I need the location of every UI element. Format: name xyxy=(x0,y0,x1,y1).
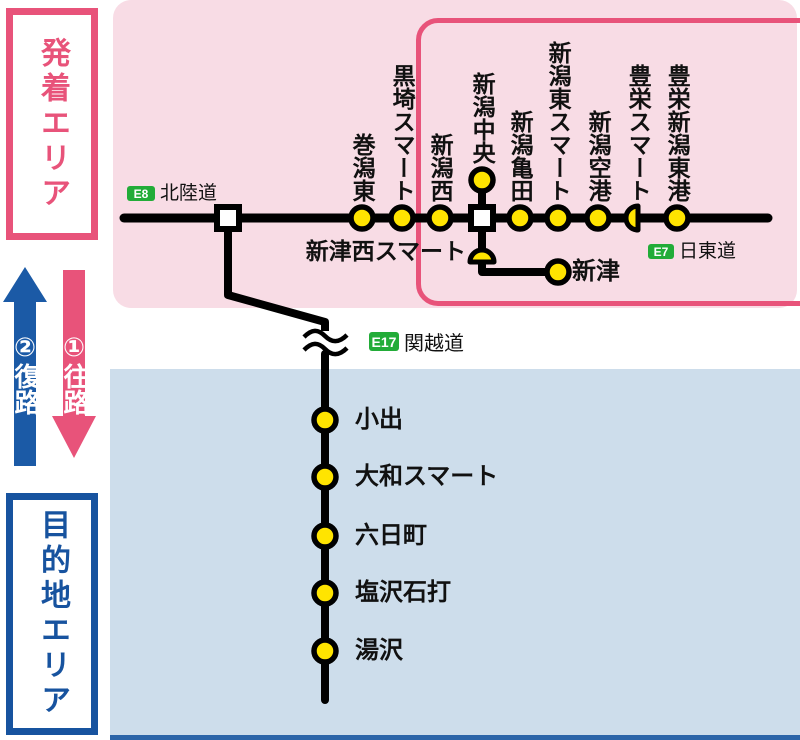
destination-area-panel xyxy=(110,369,800,740)
station-label: 巻潟東 xyxy=(349,133,376,202)
station-label: 黒埼スマート xyxy=(389,64,416,202)
station-label: 新潟中央 xyxy=(469,72,496,164)
station-label: 豊栄新潟東港 xyxy=(664,64,691,202)
station-label: 新潟空港 xyxy=(585,110,612,202)
destination-area-label: 目的地エリア xyxy=(36,509,69,719)
station-label: 新津西スマート xyxy=(305,238,466,264)
road-name-nitto: 日東道 xyxy=(679,241,737,262)
station-label: 新潟亀田 xyxy=(507,110,534,202)
road-badge-e17: E17 xyxy=(369,332,399,351)
road-name-hokuriku: 北陸道 xyxy=(160,183,218,204)
road-badge-e8: E8 xyxy=(127,186,155,201)
line-break-mark xyxy=(302,328,349,344)
station-label: 小出 xyxy=(355,406,403,433)
station-label: 湯沢 xyxy=(355,637,403,664)
road-name-kanetsu: 関越道 xyxy=(404,333,464,355)
station-label: 新潟西 xyxy=(427,133,454,202)
niigata-route-box xyxy=(416,18,800,306)
departure-area-box: 発着エリア xyxy=(6,8,98,240)
outbound-arrow-label: ①往路 xyxy=(60,333,90,415)
departure-area-label: 発着エリア xyxy=(36,36,69,212)
line-break-mark xyxy=(302,341,349,357)
station-label: 豊栄スマート xyxy=(625,64,652,202)
station-label: 大和スマート xyxy=(355,463,499,490)
bottom-blue-strip xyxy=(110,735,800,740)
station-label: 新潟東スマート xyxy=(545,41,572,202)
station-label: 新津 xyxy=(572,258,620,285)
station-label: 六日町 xyxy=(355,522,427,549)
return-arrow-label: ②復路 xyxy=(11,333,41,415)
road-badge-e7: E7 xyxy=(648,244,674,259)
destination-area-box: 目的地エリア xyxy=(6,493,98,735)
station-label: 塩沢石打 xyxy=(355,579,451,606)
